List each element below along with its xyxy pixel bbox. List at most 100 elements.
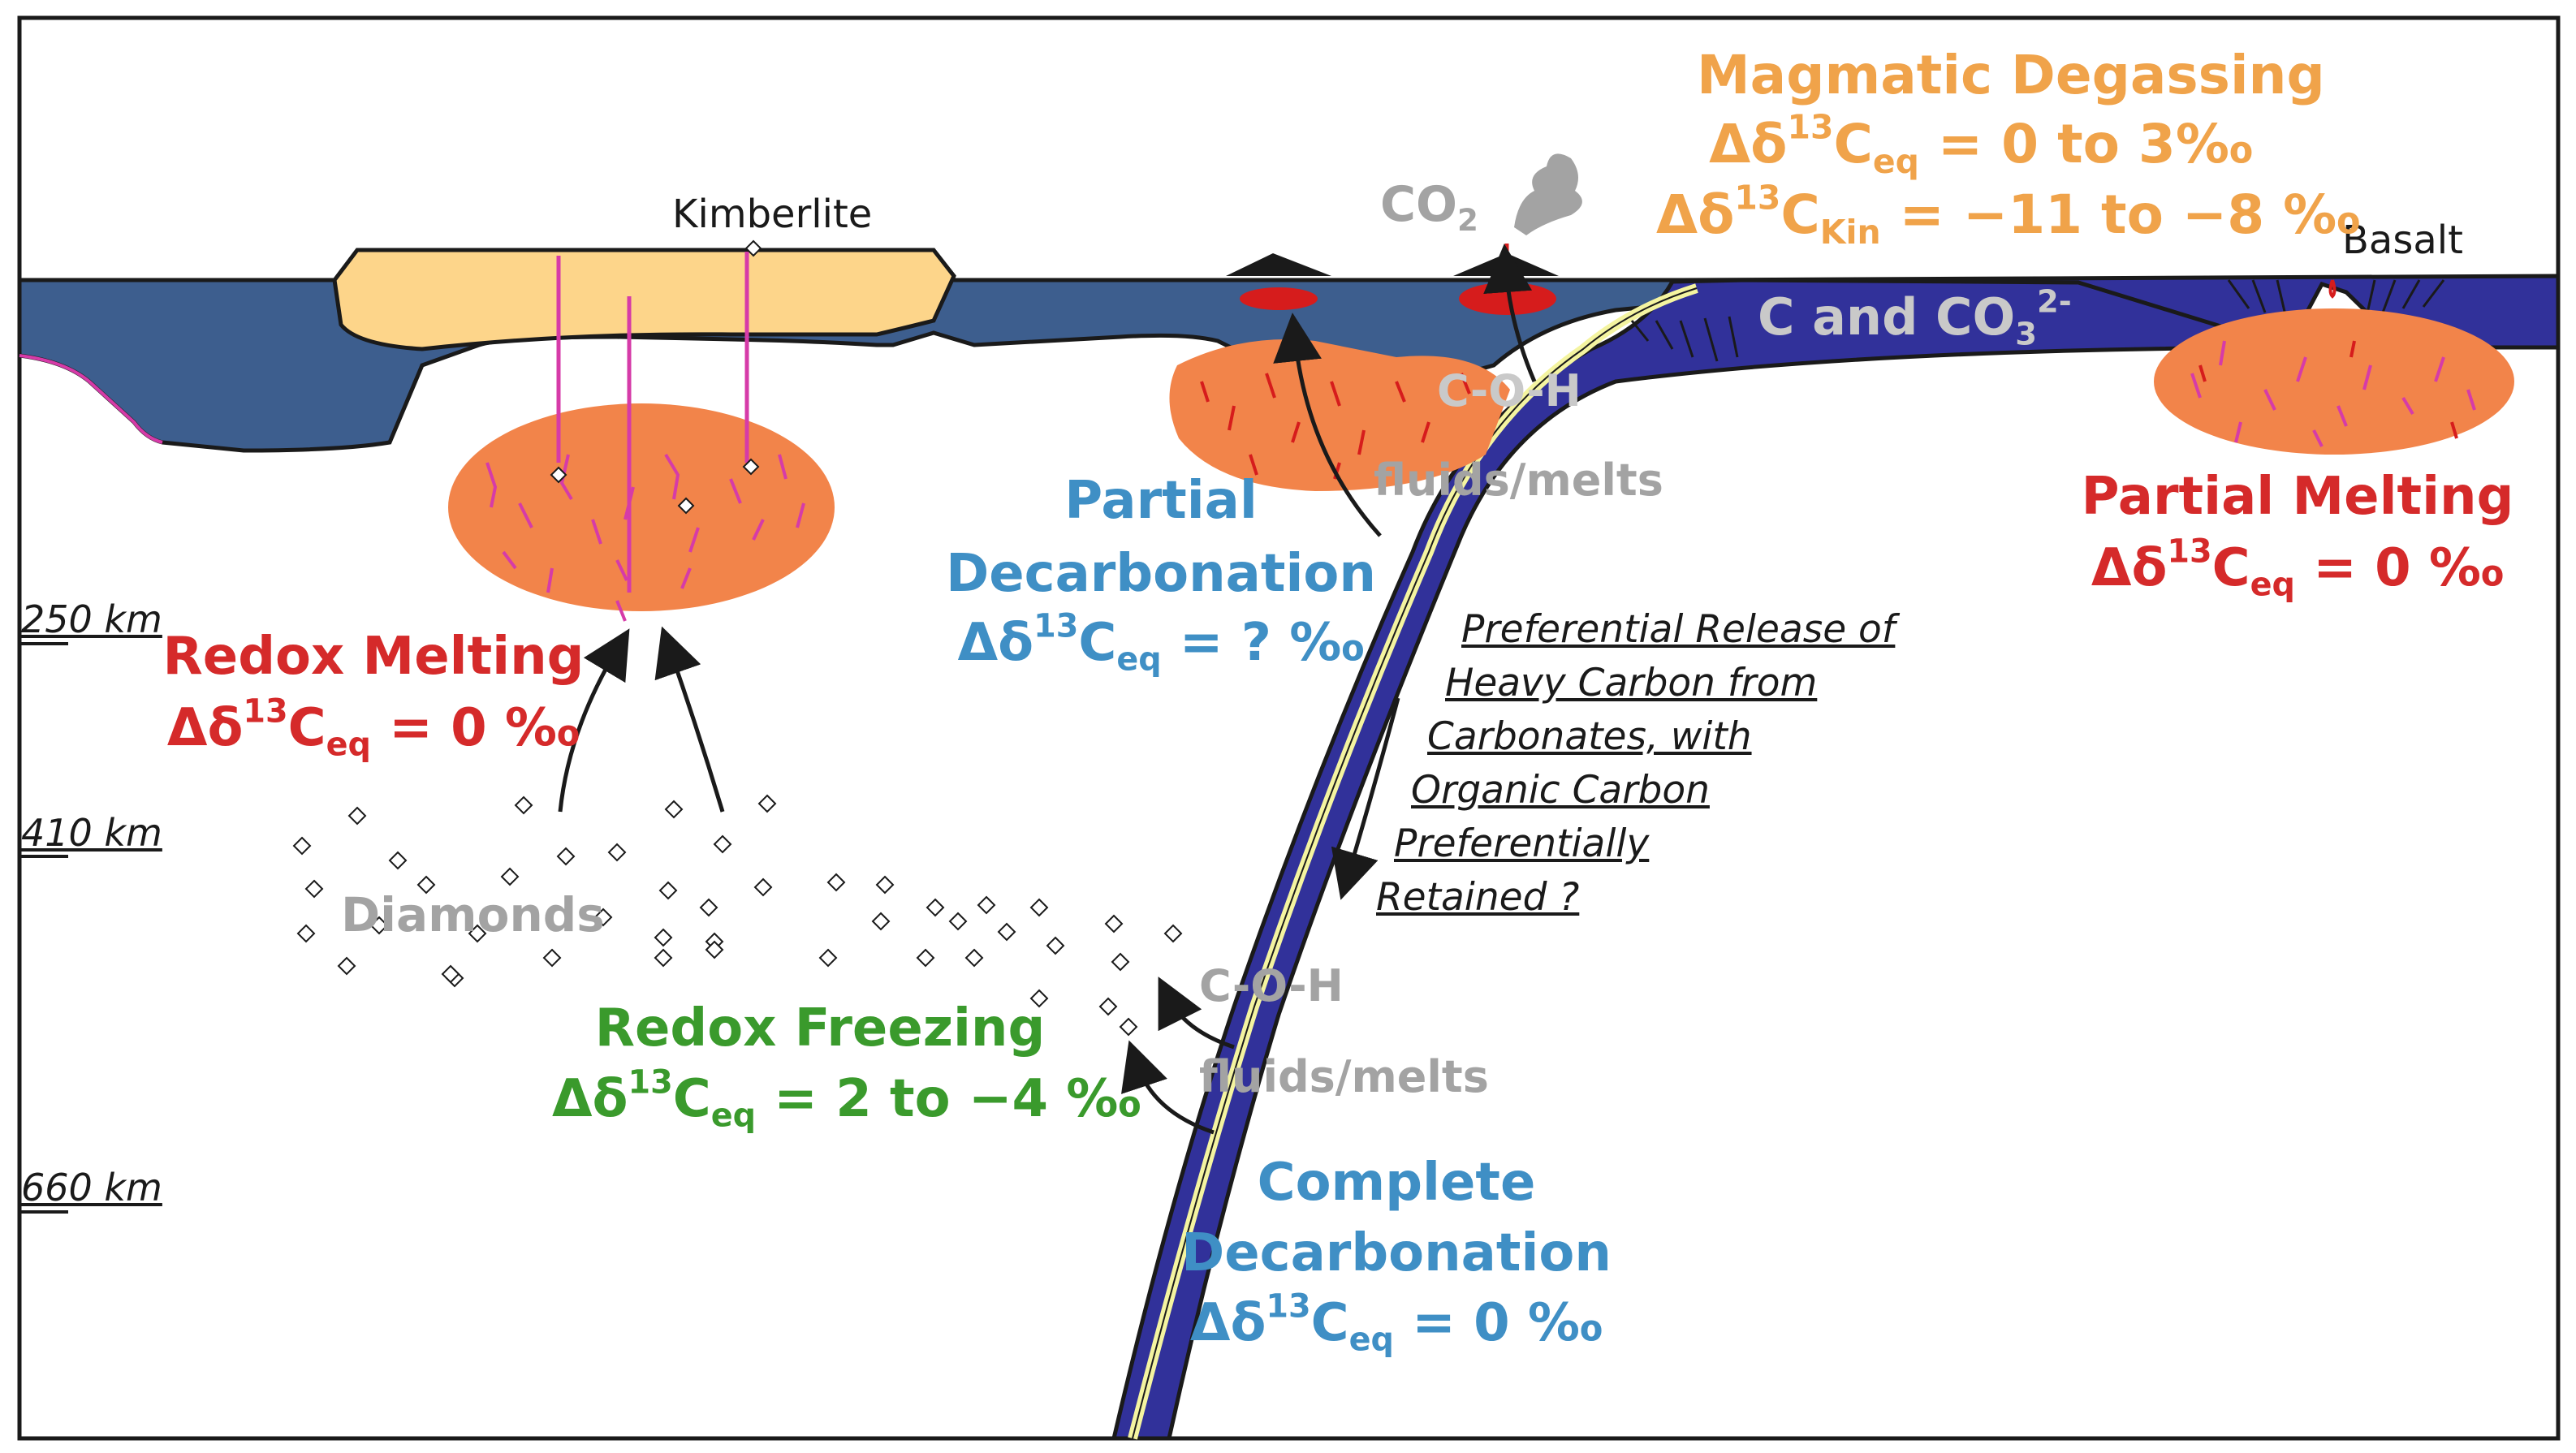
arrow-slab-down <box>1331 697 1400 900</box>
diamond-marker <box>1029 989 1049 1008</box>
arrow-redox-right <box>654 626 725 813</box>
coh-lower-label: C-O-H <box>1199 960 1344 1011</box>
diamond-marker <box>875 875 895 895</box>
diamond-marker <box>441 964 460 984</box>
arc-veins <box>1200 340 2458 480</box>
diamond-marker <box>347 806 367 826</box>
partial-decarbonation-eq: Δδ13Ceq = ? ‰ <box>957 607 1365 679</box>
diamond-marker <box>292 836 312 856</box>
magmatic-degassing-title: Magmatic Degassing <box>1697 44 2325 106</box>
diamond-marker <box>607 843 627 862</box>
basalt-vent <box>2328 279 2337 299</box>
diamond-marker <box>658 881 678 900</box>
slab-hatch <box>1630 316 1739 362</box>
kimberlite-label: Kimberlite <box>672 192 873 237</box>
arrow-redox-left <box>558 628 630 813</box>
melt-zone-kimberlite <box>448 403 835 611</box>
diamond-marker <box>542 948 562 968</box>
magmatic-degassing-eq2: Δδ13CKin = −11 to −8 ‰ <box>1656 178 2361 252</box>
diamond-marker <box>296 924 316 943</box>
diamond-marker <box>593 908 613 927</box>
fluids-upper-label: fluids/melts <box>1374 455 1663 506</box>
magma-chamber-left <box>1240 287 1318 310</box>
diamond-marker <box>369 916 389 935</box>
diamond-marker <box>468 924 487 943</box>
complete-decarbonation-line2: Decarbonation <box>1181 1223 1612 1283</box>
diamond-marker <box>664 800 684 819</box>
diamond-marker <box>416 875 436 895</box>
coh-upper-label: C-O-H <box>1437 365 1581 416</box>
redox-freezing-title: Redox Freezing <box>594 998 1046 1058</box>
kimberlite-body <box>332 248 956 351</box>
diamond-marker <box>1029 898 1049 917</box>
basalt-hatch <box>2227 279 2445 317</box>
partial-melting-title: Partial Melting <box>2081 467 2514 527</box>
magmatic-degassing-eq1: Δδ13Ceq = 0 to 3‰ <box>1709 107 2253 182</box>
melt-veins <box>485 340 2476 622</box>
co2-plume <box>1514 153 1582 235</box>
depth-label-660: 660 km <box>21 1166 162 1209</box>
diamond-marker <box>926 898 945 917</box>
partial-melting-eq: Δδ13Ceq = 0 ‰ <box>2091 532 2505 604</box>
co2-label: CO2 <box>1380 176 1478 238</box>
kimberlite-diamonds <box>550 239 762 515</box>
diamond-marker <box>699 898 718 917</box>
c-and-co3-label: C and CO32- <box>1758 283 2072 353</box>
fluids-lower-label: fluids/melts <box>1199 1051 1489 1102</box>
diamond-marker <box>654 948 673 968</box>
preferential-release-line4: Organic Carbon <box>1411 768 1710 813</box>
diamond-marker <box>826 873 846 892</box>
diamond-marker <box>1098 997 1118 1016</box>
process-arrows <box>558 244 1537 1135</box>
redox-freezing-eq: Δδ13Ceq = 2 to −4 ‰ <box>552 1063 1141 1135</box>
preferential-release-line1: Preferential Release of <box>1461 607 1896 652</box>
diamond-marker <box>304 879 324 899</box>
redox-melting-title: Redox Melting <box>162 627 585 687</box>
diamond-marker <box>654 928 673 947</box>
arrow-partial-decarb <box>1273 313 1382 537</box>
diamond-marker <box>871 912 891 931</box>
diamond-marker <box>556 847 576 866</box>
diamond-marker <box>1104 914 1124 933</box>
diamond-marker <box>1119 1017 1138 1037</box>
preferential-release-line6: Retained ? <box>1376 875 1580 920</box>
diamond-marker <box>388 851 408 870</box>
diamond-marker <box>948 912 968 931</box>
diamond-field <box>292 794 1183 1037</box>
partial-decarbonation-line1: Partial <box>1064 471 1258 531</box>
arrow-coh-up <box>1483 244 1537 382</box>
depth-label-410: 410 km <box>21 811 162 855</box>
diamond-marker <box>705 940 724 959</box>
diamond-marker <box>818 948 838 968</box>
melt-zone-arc <box>1169 339 1510 491</box>
depth-label-250: 250 km <box>21 597 162 641</box>
diamond-marker <box>1046 936 1065 955</box>
depth-ticks <box>19 642 68 1214</box>
complete-decarbonation-line1: Complete <box>1257 1153 1536 1213</box>
preferential-release-line3: Carbonates, with <box>1427 714 1752 759</box>
preferential-release-line5: Preferentially <box>1394 821 1650 866</box>
diamond-marker <box>713 834 732 854</box>
arrow-freeze-lower <box>1121 1040 1215 1135</box>
preferential-release-line2: Heavy Carbon from <box>1445 661 1818 705</box>
melt-zone-basalt <box>2154 308 2514 455</box>
volcano-left <box>1226 253 1331 276</box>
diamond-marker <box>500 867 520 886</box>
diamond-marker <box>997 922 1016 942</box>
diamonds-label: Diamonds <box>341 887 605 942</box>
diamond-marker <box>757 794 777 813</box>
diamond-marker <box>1163 924 1183 943</box>
diamond-marker <box>977 895 996 915</box>
diamond-marker <box>916 948 935 968</box>
diamond-marker <box>514 795 533 815</box>
arrow-freeze-upper <box>1158 977 1235 1050</box>
redox-melting-eq: Δδ13Ceq = 0 ‰ <box>166 692 580 764</box>
diamond-marker <box>964 948 984 968</box>
diamond-marker <box>753 877 773 897</box>
subducting-slab <box>1111 278 2290 1441</box>
complete-decarbonation-eq: Δδ13Ceq = 0 ‰ <box>1189 1287 1603 1359</box>
diamond-marker <box>1111 952 1130 972</box>
kimberlite-pipes <box>556 252 749 593</box>
lithosphere-rim <box>19 354 163 444</box>
